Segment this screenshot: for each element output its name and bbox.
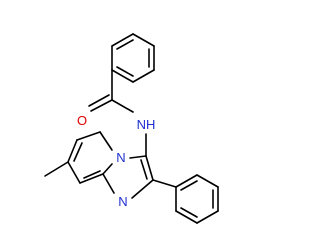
double-bond	[140, 159, 148, 180]
bond	[132, 33, 155, 47]
bond	[196, 174, 219, 188]
bond	[111, 33, 134, 47]
oxygen-atom-label: O	[77, 113, 87, 128]
imidazole-nitrogen-label: N	[118, 194, 127, 209]
bond	[111, 99, 134, 113]
pyridine-ring	[67, 131, 113, 184]
phenyl-ring	[152, 174, 219, 224]
bond	[79, 173, 104, 184]
bond	[132, 69, 155, 83]
amide-nitrogen-label: NH	[137, 117, 156, 132]
chemical-structure-diagram: O NH N N	[44, 33, 219, 224]
bond	[102, 163, 113, 175]
double-bond	[83, 170, 101, 179]
bond	[175, 210, 198, 224]
bond	[67, 139, 78, 163]
double-bond	[90, 99, 113, 112]
bond	[131, 179, 154, 199]
bond	[145, 155, 154, 181]
bond	[99, 131, 113, 151]
methyl-bond	[44, 161, 69, 177]
bond	[129, 155, 147, 159]
bond	[196, 210, 219, 224]
bond	[175, 174, 198, 188]
bridgehead-nitrogen-label: N	[116, 150, 125, 165]
bond	[111, 69, 134, 83]
double-bond	[180, 207, 198, 218]
double-bond	[88, 94, 110, 107]
imidazole-ring	[102, 155, 154, 199]
bond	[152, 179, 177, 188]
bond	[67, 161, 81, 184]
bond	[76, 131, 101, 141]
benzoyl-phenyl-ring	[111, 33, 155, 83]
carbonyl-group	[88, 69, 134, 113]
double-bond	[116, 39, 134, 50]
double-bond	[73, 142, 83, 162]
bond	[102, 173, 115, 194]
double-bond	[180, 180, 198, 191]
double-bond	[116, 66, 134, 77]
